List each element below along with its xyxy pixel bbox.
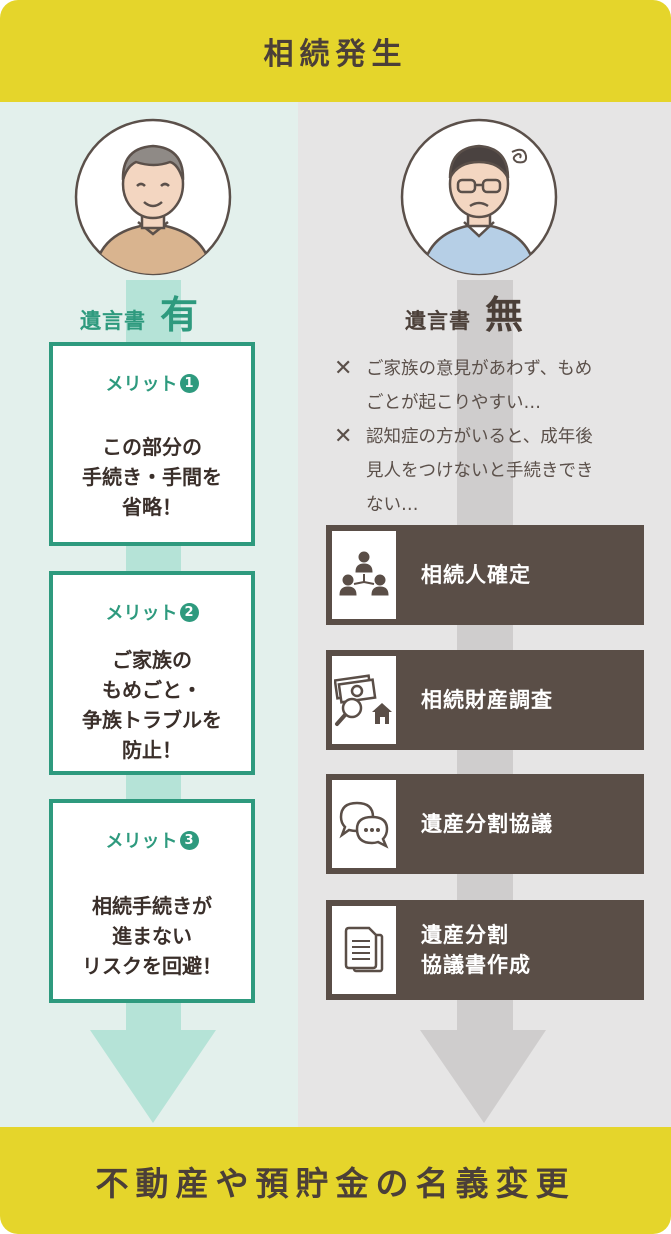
merit-body: この部分の 手続き・手間を 省略！ — [82, 435, 222, 519]
money-search-house-icon — [332, 656, 396, 744]
step-label: 相続財産調査 — [421, 688, 553, 712]
drawback-text: ご家族の意見があわず、もめ ごとが起こりやすい… — [366, 359, 593, 413]
step-division-discussion: 遺産分割協議 — [326, 774, 644, 874]
footer-title: 不動産や預貯金の名義変更 — [95, 1163, 576, 1203]
speech-bubbles-icon — [332, 780, 396, 868]
worried-man-avatar — [400, 118, 558, 276]
merit-title: メリット 2 — [53, 599, 251, 625]
people-network-icon — [332, 531, 396, 619]
drawback-item: ✕ ご家族の意見があわず、もめ ごとが起こりやすい… — [334, 352, 654, 420]
smiling-man-avatar — [74, 118, 232, 276]
merit-title: メリット 3 — [53, 827, 251, 853]
cross-icon: ✕ — [334, 356, 353, 381]
merit-card-2: メリット 2 ご家族の もめごと・ 争族トラブルを 防止！ — [49, 571, 255, 775]
number-badge-icon: 1 — [179, 373, 199, 393]
merit-card-3: メリット 3 相続手続きが 進まない リスクを回避！ — [49, 799, 255, 1003]
step-heir-determination: 相続人確定 — [326, 525, 644, 625]
step-estate-investigation: 相続財産調査 — [326, 650, 644, 750]
number-badge-icon: 2 — [179, 602, 199, 622]
step-label: 相続人確定 — [421, 563, 531, 587]
merit-title: メリット 1 — [53, 370, 251, 396]
header-banner: 相続発生 — [0, 0, 671, 102]
cross-icon: ✕ — [334, 424, 353, 449]
merit-body: ご家族の もめごと・ 争族トラブルを 防止！ — [82, 648, 222, 762]
drawback-item: ✕ 認知症の方がいると、成年後 見人をつけないと手続きでき ない… — [334, 420, 654, 522]
header-title: 相続発生 — [263, 37, 408, 72]
step-label: 遺産分割 協議書作成 — [421, 923, 531, 977]
drawbacks-list: ✕ ご家族の意見があわず、もめ ごとが起こりやすい… ✕ 認知症の方がいると、成… — [334, 352, 654, 522]
documents-icon — [332, 906, 396, 994]
left-heading-label: 遺言書 — [80, 309, 146, 333]
drawback-text: 認知症の方がいると、成年後 見人をつけないと手続きでき ない… — [366, 427, 594, 515]
right-heading-label: 遺言書 — [405, 309, 471, 333]
step-agreement-document: 遺産分割 協議書作成 — [326, 900, 644, 1000]
left-heading-mark: 有 — [160, 293, 199, 337]
step-label: 遺産分割協議 — [421, 812, 553, 836]
without-will-heading: 遺言書 無 — [405, 284, 523, 339]
with-will-heading: 遺言書 有 — [80, 284, 198, 339]
right-heading-mark: 無 — [485, 293, 524, 337]
footer-banner: 不動産や預貯金の名義変更 — [0, 1127, 671, 1234]
number-badge-icon: 3 — [179, 830, 199, 850]
merit-body: 相続手続きが 進まない リスクを回避！ — [82, 894, 222, 978]
merit-card-1: メリット 1 この部分の 手続き・手間を 省略！ — [49, 342, 255, 546]
